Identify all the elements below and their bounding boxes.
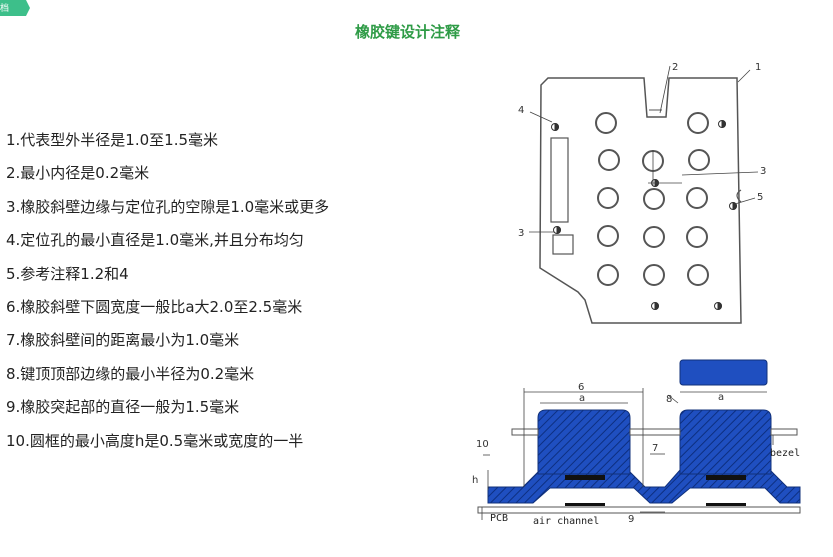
label-7: 7 bbox=[652, 443, 658, 454]
contact-pad bbox=[706, 503, 746, 506]
key-dome-right bbox=[679, 409, 772, 475]
key-circle bbox=[643, 264, 665, 286]
pcb-board bbox=[477, 506, 801, 514]
notes-list: 1.代表型外半径是1.0至1.5毫米 2.最小内径是0.2毫米 3.橡胶斜壁边缘… bbox=[6, 124, 329, 458]
label-9: 9 bbox=[628, 514, 634, 525]
locating-hole-fill bbox=[554, 122, 559, 132]
bezel-piece bbox=[770, 428, 798, 436]
note-item: 9.橡胶突起部的直径一般为1.5毫米 bbox=[6, 398, 240, 417]
label-1: 1 bbox=[755, 62, 761, 73]
label-a: a bbox=[718, 392, 724, 403]
note-item: 3.橡胶斜壁边缘与定位孔的空隙是1.0毫米或更多 bbox=[6, 197, 330, 216]
note-item: 7.橡胶斜壁间的距离最小为1.0毫米 bbox=[6, 331, 240, 350]
key-circle bbox=[686, 187, 708, 209]
leader-line bbox=[737, 69, 751, 83]
label-8: 8 bbox=[666, 394, 672, 405]
key-circle bbox=[597, 264, 619, 286]
label-h: h bbox=[472, 475, 478, 486]
label-5: 5 bbox=[757, 192, 763, 203]
locating-hole-fill bbox=[721, 119, 726, 129]
keypad-outline bbox=[539, 77, 742, 324]
label-bezel: bezel bbox=[770, 448, 800, 459]
corner-tab[interactable]: 档 bbox=[0, 0, 30, 16]
note-item: 2.最小内径是0.2毫米 bbox=[6, 164, 150, 183]
label-pcb: PCB bbox=[490, 513, 508, 524]
contact-pad bbox=[565, 503, 605, 506]
key-circle bbox=[598, 149, 620, 171]
leader-line bbox=[734, 197, 756, 205]
locating-hole-fill bbox=[654, 301, 659, 311]
label-air-channel: air channel bbox=[533, 516, 599, 527]
locating-hole-fill bbox=[732, 201, 737, 211]
keypad-top-view: 1 2 3 3 4 5 bbox=[518, 62, 766, 324]
note-item: 10.圆框的最小高度h是0.5毫米或宽度的一半 bbox=[6, 431, 304, 450]
note-item: 8.键顶顶部边缘的最小半径为0.2毫米 bbox=[6, 364, 255, 383]
label-a: a bbox=[579, 393, 585, 404]
leader-line bbox=[529, 111, 553, 123]
leader-line bbox=[659, 65, 671, 114]
bezel-piece bbox=[511, 428, 539, 436]
contact-pad bbox=[565, 475, 605, 480]
label-3: 3 bbox=[760, 166, 766, 177]
key-circle bbox=[597, 187, 619, 209]
locating-hole-fill bbox=[717, 301, 722, 311]
key-circle bbox=[686, 226, 708, 248]
keypad-side-notch bbox=[736, 189, 742, 203]
corner-tab-shape bbox=[0, 0, 30, 16]
keypad-square bbox=[552, 234, 574, 255]
locating-hole-fill bbox=[556, 225, 561, 235]
key-dome-left bbox=[537, 409, 631, 475]
label-6: 6 bbox=[578, 382, 584, 393]
key-circle bbox=[643, 188, 665, 210]
section-dimension-lines bbox=[481, 388, 774, 520]
note-item: 5.参考注释1.2和4 bbox=[6, 264, 129, 283]
corner-tab-label: 档 bbox=[0, 4, 10, 14]
key-circle bbox=[688, 149, 710, 171]
contact-pad bbox=[706, 475, 746, 480]
key-circle bbox=[595, 112, 617, 134]
keypad-cross-section: a 6 a 7 bbox=[472, 359, 801, 527]
leader-line bbox=[681, 171, 759, 176]
key-circle bbox=[687, 112, 709, 134]
key-circle bbox=[597, 225, 619, 247]
label-4: 4 bbox=[518, 105, 524, 116]
rubber-membrane bbox=[487, 469, 801, 504]
bezel-piece bbox=[629, 428, 681, 436]
key-circle bbox=[643, 226, 665, 248]
label-3: 3 bbox=[518, 228, 524, 239]
leader-lines bbox=[529, 65, 759, 233]
note-item: 6.橡胶斜壁下圆宽度一般比a大2.0至2.5毫米 bbox=[6, 297, 303, 316]
key-top-block bbox=[679, 359, 768, 386]
note-item: 1.代表型外半径是1.0至1.5毫米 bbox=[6, 131, 219, 149]
label-10: 10 bbox=[476, 439, 489, 450]
keypad-slot bbox=[550, 137, 569, 223]
dimension-line bbox=[667, 394, 679, 404]
page-title: 橡胶键设计注释 bbox=[355, 23, 461, 41]
label-2: 2 bbox=[672, 62, 678, 73]
note-item: 4.定位孔的最小直径是1.0毫米,并且分布均匀 bbox=[6, 231, 304, 250]
key-circle bbox=[687, 264, 709, 286]
